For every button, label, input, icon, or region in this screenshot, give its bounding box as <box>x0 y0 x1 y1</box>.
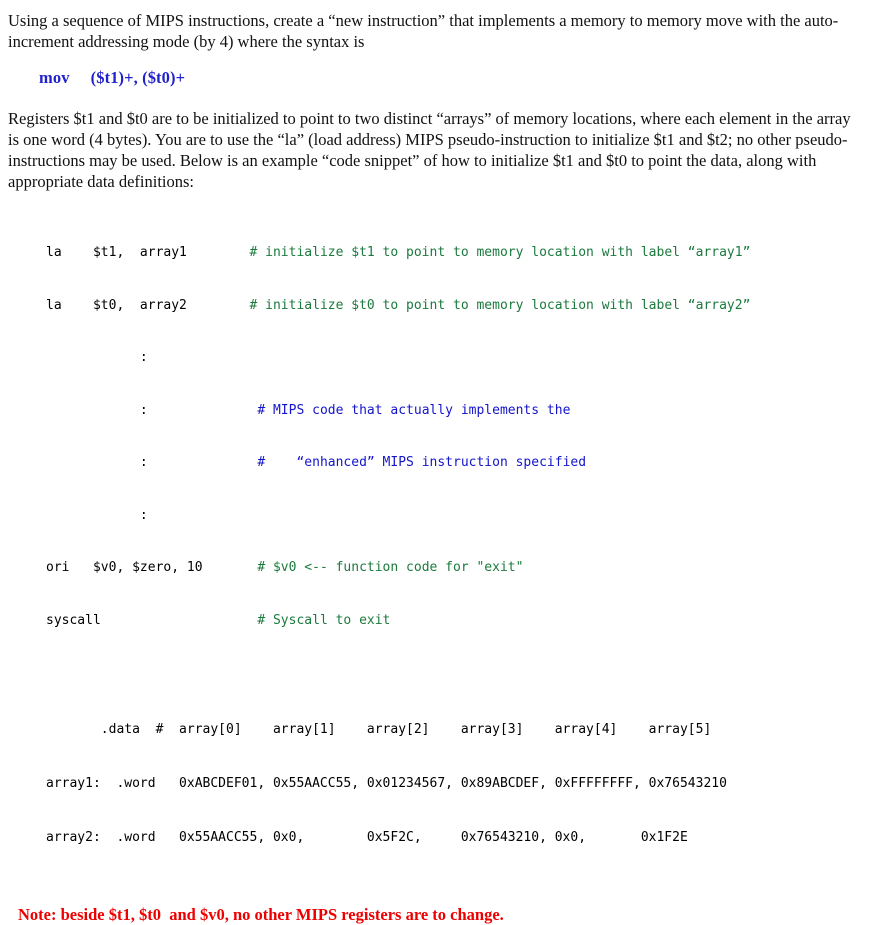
code-line: : # “enhanced” MIPS instruction specifie… <box>46 454 864 472</box>
mov-syntax-line: mov ($t1)+, ($t0)+ <box>39 68 186 87</box>
code-comment: # Syscall to exit <box>257 612 391 628</box>
data-row-array1: array1: .word 0xABCDEF01, 0x55AACC55, 0x… <box>46 776 727 791</box>
code-comment: # initialize $t1 to point to memory loca… <box>249 245 751 260</box>
code-line: syscall # Syscall to exit <box>46 612 864 630</box>
note-text: Note: beside $t1, $t0 and $v0, no other … <box>18 905 504 924</box>
code-line: ori $v0, $zero, 10 # $v0 <-- function co… <box>46 559 864 577</box>
code-comment: # MIPS code that actually implements the <box>257 402 571 418</box>
body-paragraph: Registers $t1 and $t0 are to be initiali… <box>8 109 851 191</box>
code-line: la $t1, array1 # initialize $t1 to point… <box>46 244 864 262</box>
document-page: Using a sequence of MIPS instructions, c… <box>8 11 851 924</box>
code-text: : <box>46 402 258 418</box>
code-comment: # “enhanced” MIPS instruction specified <box>257 455 587 470</box>
code-line: : <box>46 349 864 367</box>
code-line: : <box>46 507 864 525</box>
code-text: : <box>46 455 258 470</box>
data-header-row: .data # array[0] array[1] array[2] array… <box>46 722 712 737</box>
code-text: ori $v0, $zero, 10 <box>46 560 258 575</box>
code-text: syscall <box>46 612 258 628</box>
intro-paragraph: Using a sequence of MIPS instructions, c… <box>8 11 839 51</box>
mips-code-snippet: la $t1, array1 # initialize $t1 to point… <box>8 209 864 664</box>
code-text: la $t0, array2 <box>46 297 250 313</box>
code-text: la $t1, array1 <box>46 245 250 260</box>
data-row-array2: array2: .word 0x55AACC55, 0x0, 0x5F2C, 0… <box>46 830 688 845</box>
code-text: : <box>46 507 258 523</box>
code-line: : # MIPS code that actually implements t… <box>46 402 864 420</box>
data-definitions-table: .data # array[0] array[1] array[2] array… <box>8 685 864 883</box>
code-comment: # $v0 <-- function code for "exit" <box>257 560 524 575</box>
code-comment: # initialize $t0 to point to memory loca… <box>249 297 751 313</box>
code-line: la $t0, array2 # initialize $t0 to point… <box>46 297 864 315</box>
code-text: : <box>46 350 258 365</box>
